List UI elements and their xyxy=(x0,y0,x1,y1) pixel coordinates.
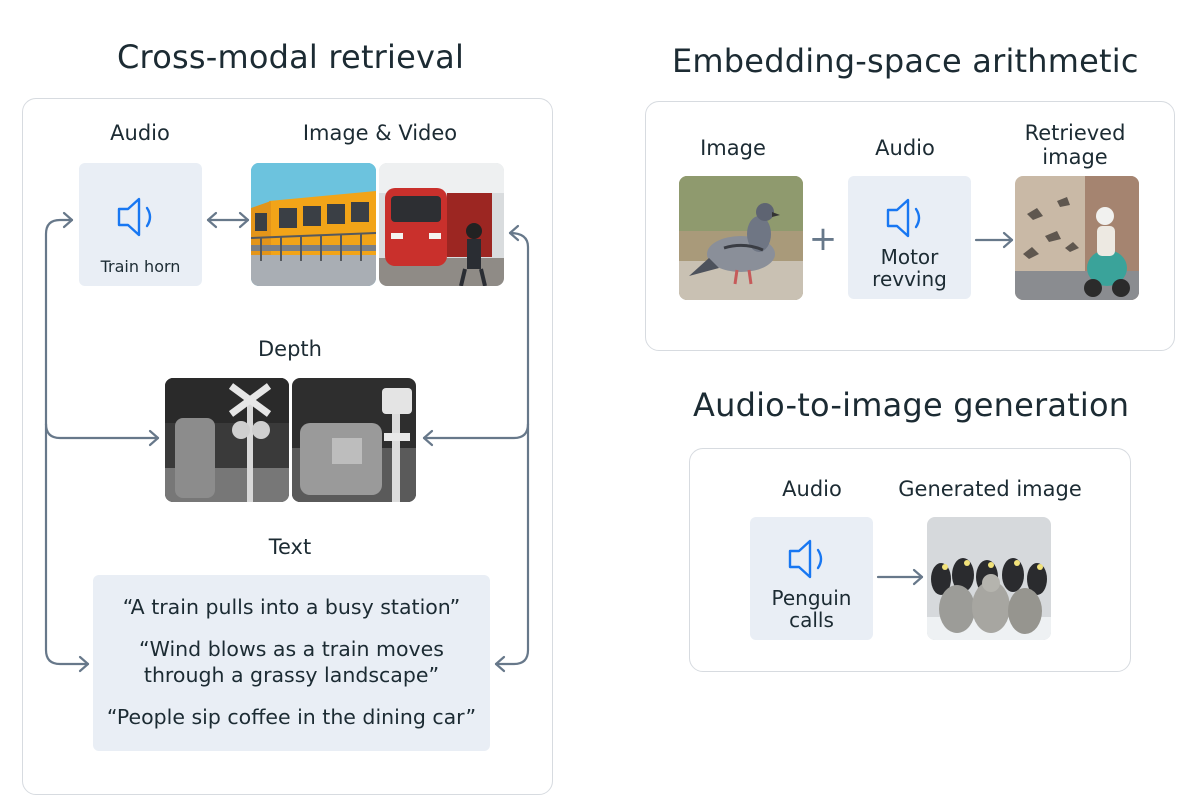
caption-quote-3: “People sip coffee in the dining car” xyxy=(106,705,477,729)
motor-caption-line-2: revving xyxy=(872,267,947,291)
motor-revving-audio-box[interactable]: Motor revving xyxy=(848,176,971,299)
retrieved-label-line-2: image xyxy=(1042,145,1108,169)
audio-to-image-title: Audio-to-image generation xyxy=(693,386,1130,424)
caption-quote-1: “A train pulls into a busy station” xyxy=(122,595,461,619)
arrow-right-icon xyxy=(876,568,924,586)
caption-quote-2-line-2: through a grassy landscape” xyxy=(143,663,440,687)
red-train-image xyxy=(379,163,504,286)
embedding-title: Embedding-space arithmetic xyxy=(672,42,1139,80)
yellow-train-image xyxy=(251,163,376,286)
depth-map-crossing-image xyxy=(165,378,289,502)
speaker-icon xyxy=(886,198,920,238)
plus-sign: + xyxy=(808,219,838,259)
depth-label: Depth xyxy=(258,337,322,361)
generated-penguins-image xyxy=(927,517,1051,640)
pigeon-image xyxy=(679,176,803,300)
penguin-caption-line-2: calls xyxy=(789,608,834,632)
motor-caption-line-1: Motor xyxy=(880,245,939,269)
penguin-caption-line-1: Penguin xyxy=(771,586,852,610)
audio-label: Audio xyxy=(110,121,170,145)
train-horn-caption: Train horn xyxy=(100,257,181,276)
image-video-label: Image & Video xyxy=(302,121,458,145)
caption-quote-2-line-1: “Wind blows as a train moves xyxy=(139,637,444,661)
retrieved-scooter-image xyxy=(1015,176,1139,300)
text-captions-box: “A train pulls into a busy station” “Win… xyxy=(93,575,490,751)
embedding-audio-label: Audio xyxy=(875,136,935,160)
text-label: Text xyxy=(268,535,312,559)
arrow-right-icon xyxy=(974,231,1014,249)
generated-image-label: Generated image xyxy=(898,477,1082,501)
retrieved-label-line-1: Retrieved xyxy=(1024,121,1126,145)
generation-audio-label: Audio xyxy=(782,477,842,501)
depth-map-train-image xyxy=(292,378,416,502)
penguin-calls-audio-box[interactable]: Penguin calls xyxy=(750,517,873,640)
speaker-icon xyxy=(788,539,822,579)
embedding-image-label: Image xyxy=(700,136,766,160)
train-horn-audio-box[interactable]: Train horn xyxy=(79,163,202,286)
cross-modal-title: Cross-modal retrieval xyxy=(117,38,465,76)
speaker-icon xyxy=(117,197,151,237)
